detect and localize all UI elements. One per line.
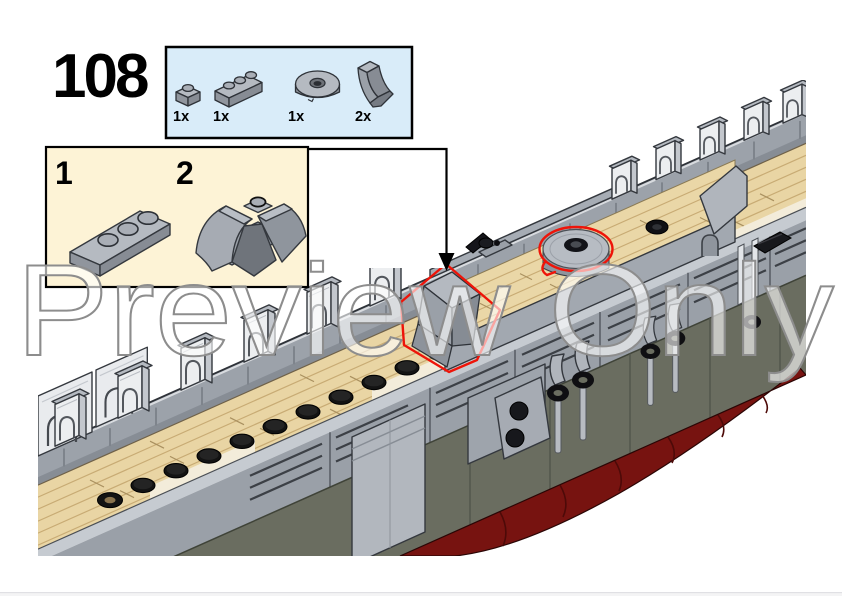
grille-wall: [51, 220, 806, 556]
part-icon-plate-1x3: [214, 71, 263, 108]
part-qty-label: 1x: [288, 109, 304, 125]
platform-corner-block: [699, 165, 748, 235]
leader-line: [308, 147, 448, 256]
substep1-plate-1x3: [69, 210, 171, 277]
black-boat-piece: [753, 231, 793, 254]
highlight-outline-dish: [538, 225, 614, 273]
substep-2-label: 2: [176, 155, 194, 191]
black-ring-tile: [645, 219, 669, 235]
substep-1-label: 1: [55, 155, 73, 191]
placement-arrow: [438, 253, 455, 271]
foreground-structures: [351, 231, 793, 556]
step-number: 108: [52, 42, 148, 111]
hull-red-scallops: [499, 394, 769, 547]
part-qty-label: 1x: [173, 109, 189, 125]
round-tile-ring: [97, 492, 123, 509]
substep2-assembly: [195, 196, 307, 277]
deck-stud-row: [97, 345, 453, 509]
porthole: [505, 428, 525, 448]
deckhouse-block: [351, 403, 426, 556]
superstructure-row: [38, 80, 806, 458]
fence-post: [737, 243, 745, 306]
rail-tower: [740, 96, 773, 142]
part-icon-curved-slope: [357, 60, 394, 108]
ship-model: [38, 80, 806, 556]
subassembly-box: 1 2: [44, 145, 310, 289]
platform-arch-door: [701, 234, 719, 256]
black-nozzle-tool: [465, 232, 513, 258]
highlight-round-plate: [538, 225, 614, 277]
rail-tower: [652, 135, 685, 181]
black-ring: [743, 315, 761, 329]
deck-tile-patch: [372, 349, 458, 401]
highlight-outline-wedge: [399, 262, 502, 374]
deck-tile-patch: [150, 439, 255, 500]
hull-red-band: [399, 367, 806, 556]
watermark: Preview Only: [16, 237, 834, 383]
callout-white-box: [309, 150, 446, 268]
fence-post: [751, 237, 759, 300]
page-bottom-strip: [0, 593, 842, 596]
part-icon-plate-1x1: [175, 83, 201, 107]
part-qty-label: 2x: [355, 109, 371, 125]
rail-tower: [696, 116, 729, 161]
rail-tower: [608, 155, 641, 201]
porthole: [509, 401, 529, 421]
parts-callout-box: 1x 1x 1x 2x: [164, 45, 414, 140]
part-qty-label: 1x: [213, 109, 229, 125]
highlight-wedge-assembly: [399, 262, 502, 374]
hull-olive-seams: [469, 286, 781, 525]
part-icon-round-tile: [294, 70, 341, 103]
rail-tower: [779, 80, 806, 124]
